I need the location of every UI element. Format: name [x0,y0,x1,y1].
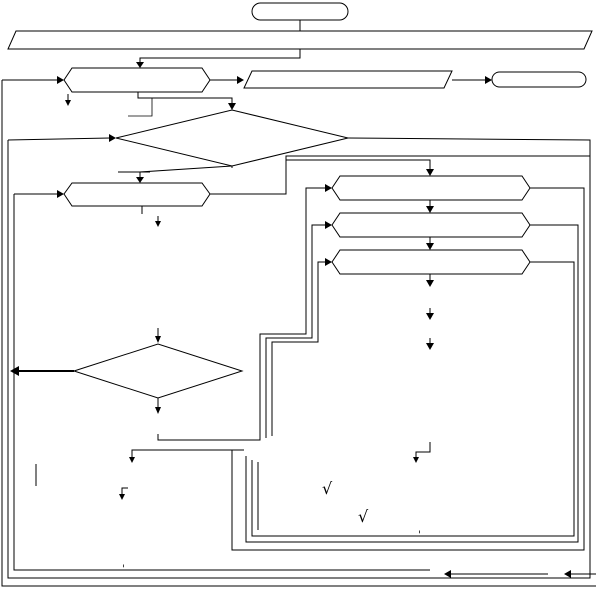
arrowhead [564,570,571,578]
loop-process2-left [13,194,430,571]
process-hexagon-2 [63,182,211,207]
arrowhead [426,243,434,250]
arrowhead [444,570,451,578]
decision-diamond-2 [72,343,244,399]
arrowhead [155,336,161,343]
input-parallelogram [7,30,593,50]
process-hexagon-5 [331,249,531,275]
connector-stub [128,98,153,117]
connector-input-process1 [139,49,301,64]
connector-decision1-process2 [139,165,233,178]
start-terminal [251,2,349,21]
decision-diamond-1 [115,109,349,167]
check-mark: √ [322,479,333,498]
end-terminal [491,71,587,88]
arrowhead [426,313,434,320]
arrowhead [325,221,332,229]
arrowhead [413,457,419,463]
process-hexagon-1 [63,67,211,93]
arrowhead [57,190,64,198]
connector-loop-to-process5 [271,261,326,436]
return-loop-process5 [251,261,575,537]
output-parallelogram [243,70,453,89]
arrowhead [155,407,161,414]
arrowhead [325,258,332,266]
connector-split-left [131,449,240,458]
process-hexagon-3 [331,175,531,201]
outer-right-top [285,140,591,160]
arrowhead [426,280,434,287]
arrowhead [119,494,125,500]
check-mark: √ [358,507,369,526]
arrowhead [136,62,144,68]
arrowhead [485,76,492,84]
return-loop-process3 [231,187,585,551]
connector-loop-to-process3 [157,187,326,441]
arrowhead [57,76,64,84]
arrowhead [109,134,116,142]
loop-diamond1-entry [7,137,111,141]
connector-process1-decision1 [137,92,233,104]
arrowhead [237,76,244,84]
return-loop-process4 [245,224,579,543]
arrowhead [10,366,19,376]
process-hexagon-4 [331,212,531,238]
arrowhead [426,343,434,350]
tick-mark: ' [122,564,125,575]
arrowhead [65,100,71,106]
connector-loop-to-process4 [265,224,326,438]
connector-lower-right [415,442,431,458]
arrowhead [136,177,144,183]
arrowhead [426,206,434,213]
arrowhead [155,221,161,227]
arrowhead [228,103,236,110]
arrowhead [129,457,135,463]
arrowhead [426,169,434,176]
arrowhead [325,184,332,192]
tick-mark: ' [418,530,421,541]
outer-loop-left [1,80,596,587]
loop-diamond1-left [7,137,591,579]
connector-small-down [121,487,128,495]
